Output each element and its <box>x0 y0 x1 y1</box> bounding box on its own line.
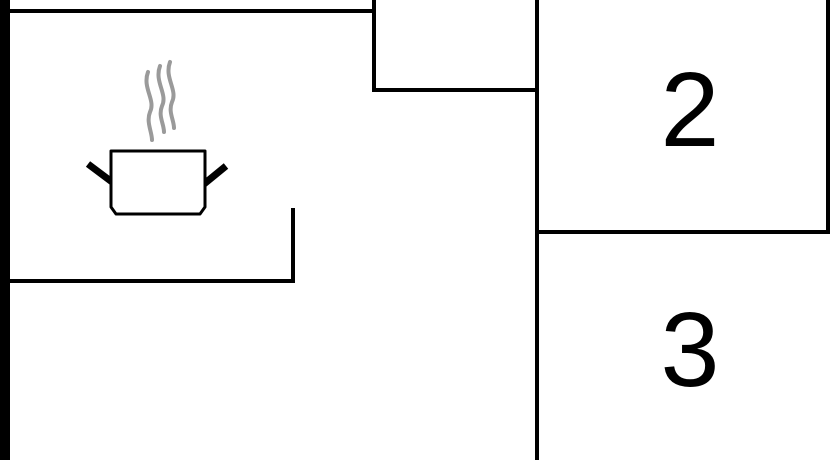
pot-body <box>109 149 207 216</box>
pot-handle-right <box>201 163 229 187</box>
room-number-3: 3 <box>661 291 720 409</box>
steam-line-2 <box>156 64 166 134</box>
steam-line-3 <box>166 60 176 130</box>
cooking-pot-icon <box>85 60 229 216</box>
steam-line-1 <box>144 70 154 142</box>
room-number-2: 2 <box>661 51 720 169</box>
pot-handle-left <box>85 161 115 185</box>
